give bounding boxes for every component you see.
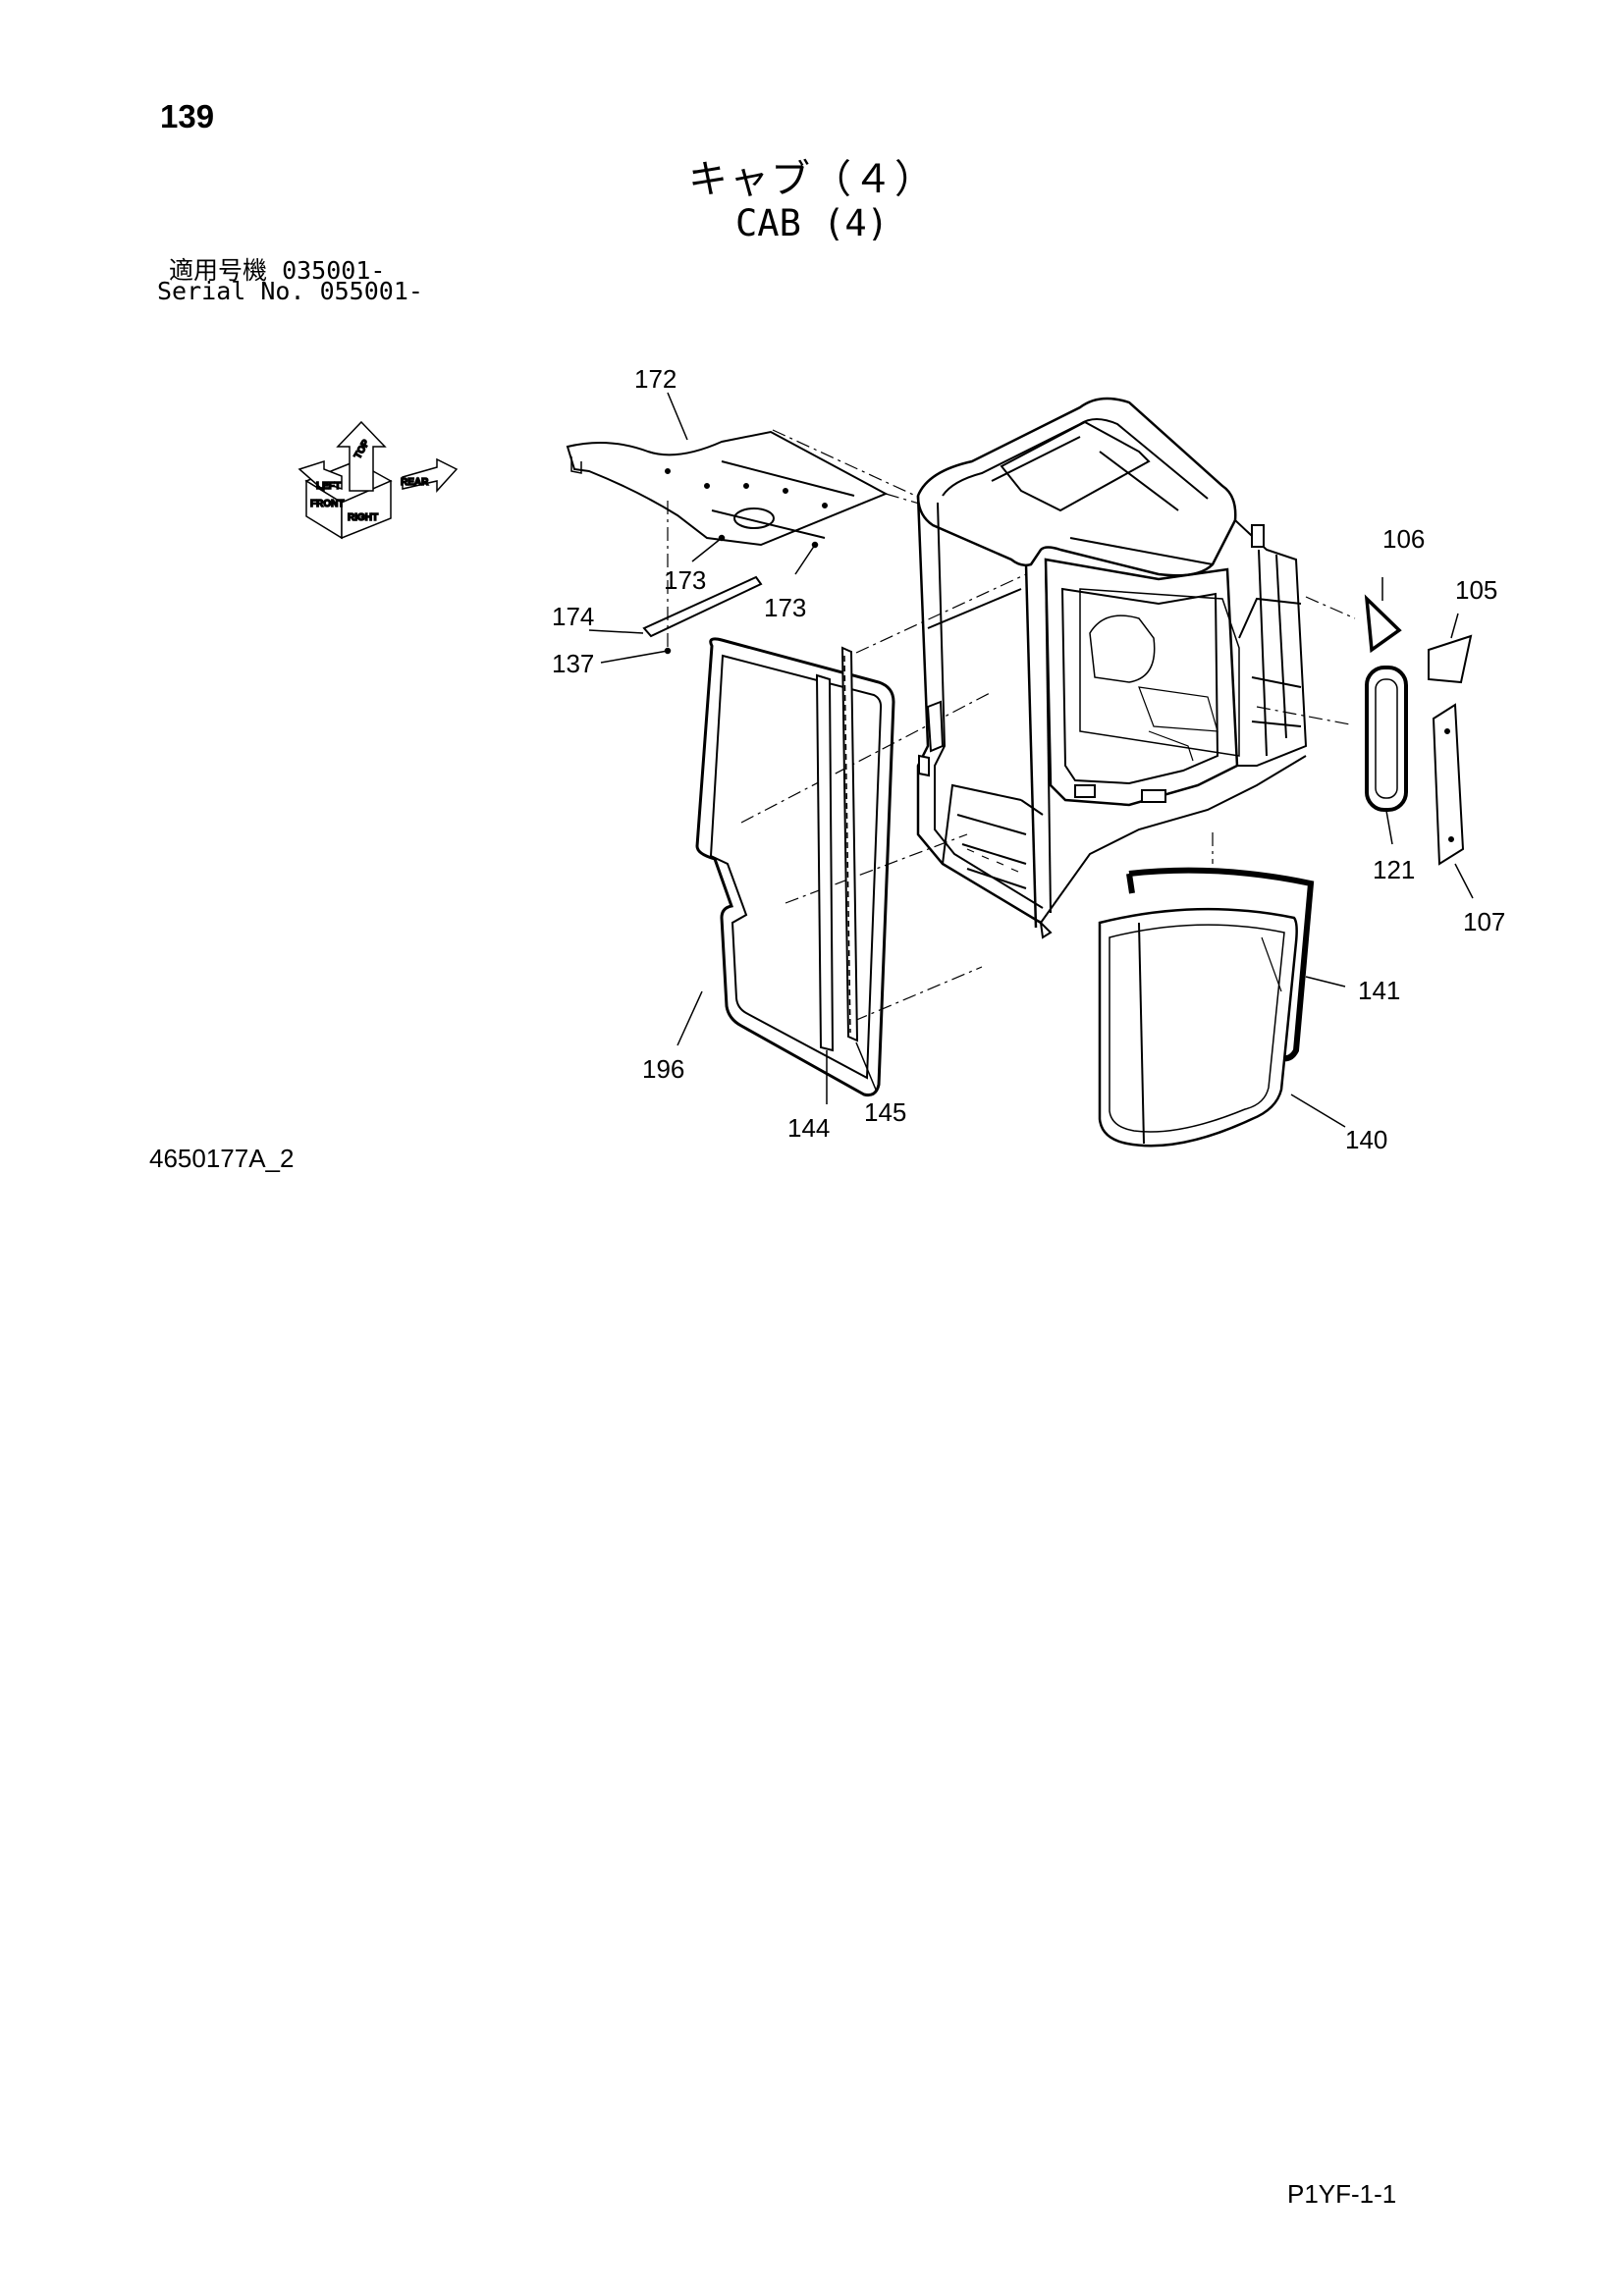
callout-174: 174 bbox=[552, 602, 594, 631]
serial-label-japanese: 適用号機 bbox=[169, 256, 268, 285]
title-english: CAB (4) bbox=[735, 202, 889, 244]
part-141-front-gasket bbox=[1126, 867, 1315, 1062]
callout-107: 107 bbox=[1463, 907, 1505, 936]
serial-row-english: Serial No. 055001- bbox=[157, 277, 423, 305]
drawing-number: 4650177A_2 bbox=[149, 1144, 295, 1173]
direction-right-label: RIGHT bbox=[348, 512, 378, 523]
direction-front-label: FRONT bbox=[310, 499, 344, 509]
serial-value-japanese: 035001- bbox=[282, 256, 386, 285]
callout-145: 145 bbox=[864, 1097, 906, 1127]
callout-140: 140 bbox=[1345, 1125, 1387, 1154]
serial-row-japanese: 適用号機 035001- bbox=[169, 251, 385, 287]
part-172-cover-plate bbox=[566, 430, 889, 547]
callout-137: 137 bbox=[552, 649, 594, 678]
cab-frame bbox=[916, 397, 1308, 939]
direction-indicator-icon: TOP FRONT RIGHT LEFT REAR bbox=[298, 420, 459, 540]
direction-rear-label: REAR bbox=[401, 477, 429, 488]
page-code: P1YF-1-1 bbox=[1287, 2179, 1397, 2209]
page-number: 139 bbox=[160, 98, 215, 134]
serial-value-english: 055001- bbox=[319, 277, 423, 305]
part-140-front-glass bbox=[1098, 907, 1298, 1148]
callout-173-right: 173 bbox=[764, 593, 806, 622]
callout-144: 144 bbox=[787, 1113, 830, 1143]
callout-196: 196 bbox=[642, 1054, 684, 1084]
serial-label-english: Serial No. bbox=[157, 277, 305, 305]
leader-lines bbox=[588, 392, 1474, 1128]
part-106-triangle-glass bbox=[1364, 594, 1402, 654]
callout-121: 121 bbox=[1373, 855, 1415, 884]
callout-105: 105 bbox=[1455, 575, 1497, 605]
direction-left-label: LEFT bbox=[316, 481, 341, 492]
part-105-triangle-glass bbox=[1428, 634, 1473, 684]
part-107-panel bbox=[1432, 703, 1465, 866]
part-174-strip bbox=[642, 575, 763, 638]
part-121-window-rubber bbox=[1365, 666, 1408, 812]
callout-173-left: 173 bbox=[664, 565, 706, 595]
callout-106: 106 bbox=[1382, 524, 1425, 554]
part-144-strip bbox=[815, 673, 835, 1052]
part-196-door-seal bbox=[695, 637, 895, 1096]
callout-141: 141 bbox=[1358, 976, 1400, 1005]
callout-172: 172 bbox=[634, 364, 677, 394]
part-145-strip bbox=[840, 646, 859, 1042]
title-japanese: キャブ（４） bbox=[688, 157, 936, 202]
